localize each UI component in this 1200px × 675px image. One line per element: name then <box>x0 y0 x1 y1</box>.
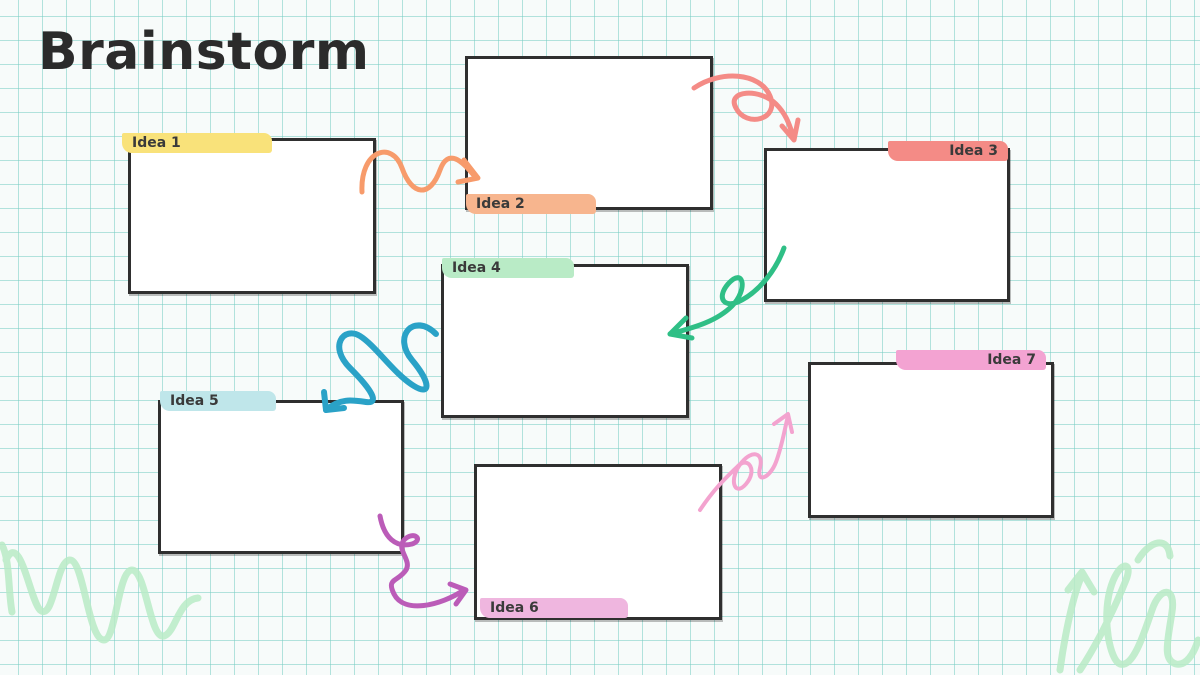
idea-card-1[interactable] <box>128 138 376 294</box>
idea-tag-5: Idea 5 <box>160 391 276 411</box>
arrow-idea4-to-idea5 <box>321 322 439 413</box>
idea-tag-7: Idea 7 <box>896 350 1046 370</box>
idea-card-4[interactable] <box>441 264 689 418</box>
idea-card-2[interactable] <box>465 56 713 210</box>
idea-card-6[interactable] <box>474 464 722 620</box>
idea-tag-4: Idea 4 <box>442 258 574 278</box>
idea-tag-6: Idea 6 <box>480 598 628 618</box>
idea-card-7[interactable] <box>808 362 1054 518</box>
idea-card-3[interactable] <box>764 148 1010 302</box>
decorative-scribble-left <box>0 541 202 644</box>
arrow-idea1-to-idea2 <box>359 149 481 195</box>
idea-card-5[interactable] <box>158 400 404 554</box>
page-title: Brainstorm <box>38 22 370 82</box>
idea-tag-2: Idea 2 <box>466 194 596 214</box>
idea-tag-3: Idea 3 <box>888 141 1008 161</box>
idea-tag-1: Idea 1 <box>122 133 272 153</box>
decorative-scribble-right <box>1056 539 1200 674</box>
